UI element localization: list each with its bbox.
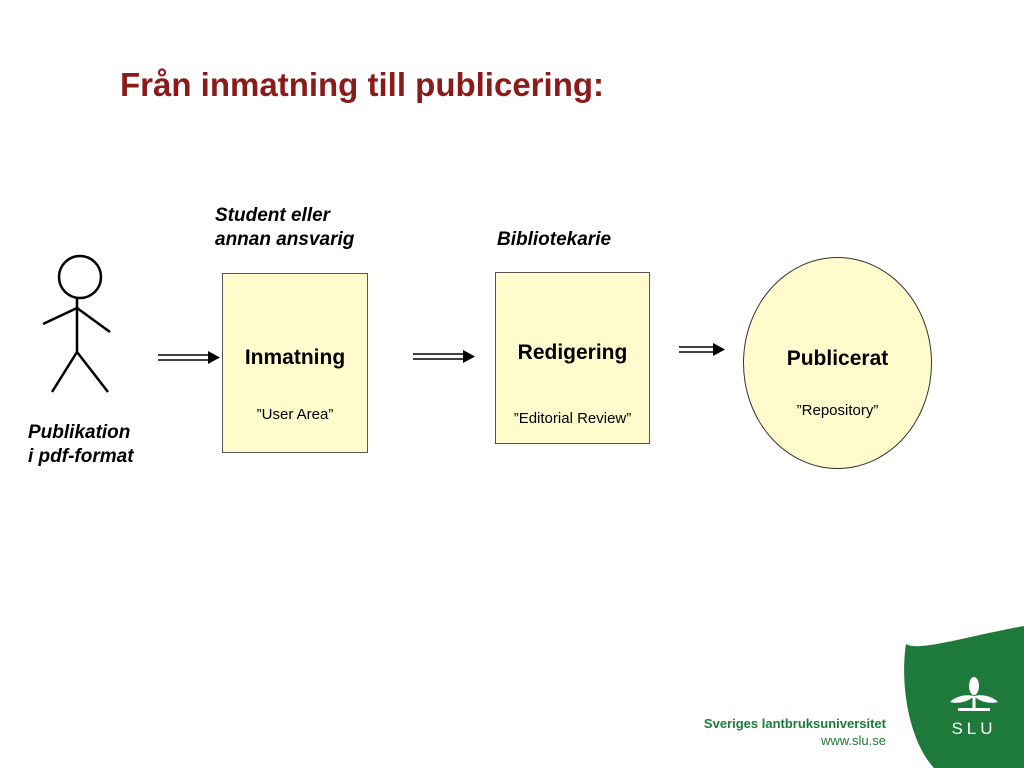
person-icon <box>42 254 111 393</box>
footer-url: www.slu.se <box>820 733 886 748</box>
role-student-label: Student eller annan ansvarig <box>215 204 354 252</box>
publication-label: Publikation i pdf-format <box>28 421 134 469</box>
stage-redigering-name: Redigering <box>517 341 628 364</box>
stage-publicerat-name: Publicerat <box>786 347 889 370</box>
arrow-icon <box>413 350 475 363</box>
role-librarian-label: Bibliotekarie <box>497 229 612 250</box>
footer-org-name: Sveriges lantbruksuniversitet <box>703 716 886 731</box>
stage-inmatning-name: Inmatning <box>244 346 346 369</box>
stage-publicerat-ellipse: Publicerat ”Repository” <box>743 257 932 469</box>
role-student-line-2: annan ansvarig <box>215 229 355 250</box>
stage-redigering-sub: ”Editorial Review” <box>513 410 632 427</box>
publication-label-line-2: i pdf-format <box>28 446 134 467</box>
slu-logo-text: SLU <box>951 719 996 738</box>
arrow-icon <box>158 351 220 364</box>
slide-title: Från inmatning till publicering: <box>120 66 604 103</box>
publication-label-line-1: Publikation <box>28 422 131 443</box>
slu-logo-icon: SLU <box>904 626 1024 768</box>
stage-redigering-box: Redigering ”Editorial Review” <box>495 272 650 444</box>
stage-inmatning-sub: ”User Area” <box>256 406 334 423</box>
arrow-icon <box>679 343 725 356</box>
stage-inmatning-box: Inmatning ”User Area” <box>222 273 368 453</box>
role-student-line-1: Student eller <box>215 205 331 226</box>
stage-publicerat-sub: ”Repository” <box>796 402 879 419</box>
